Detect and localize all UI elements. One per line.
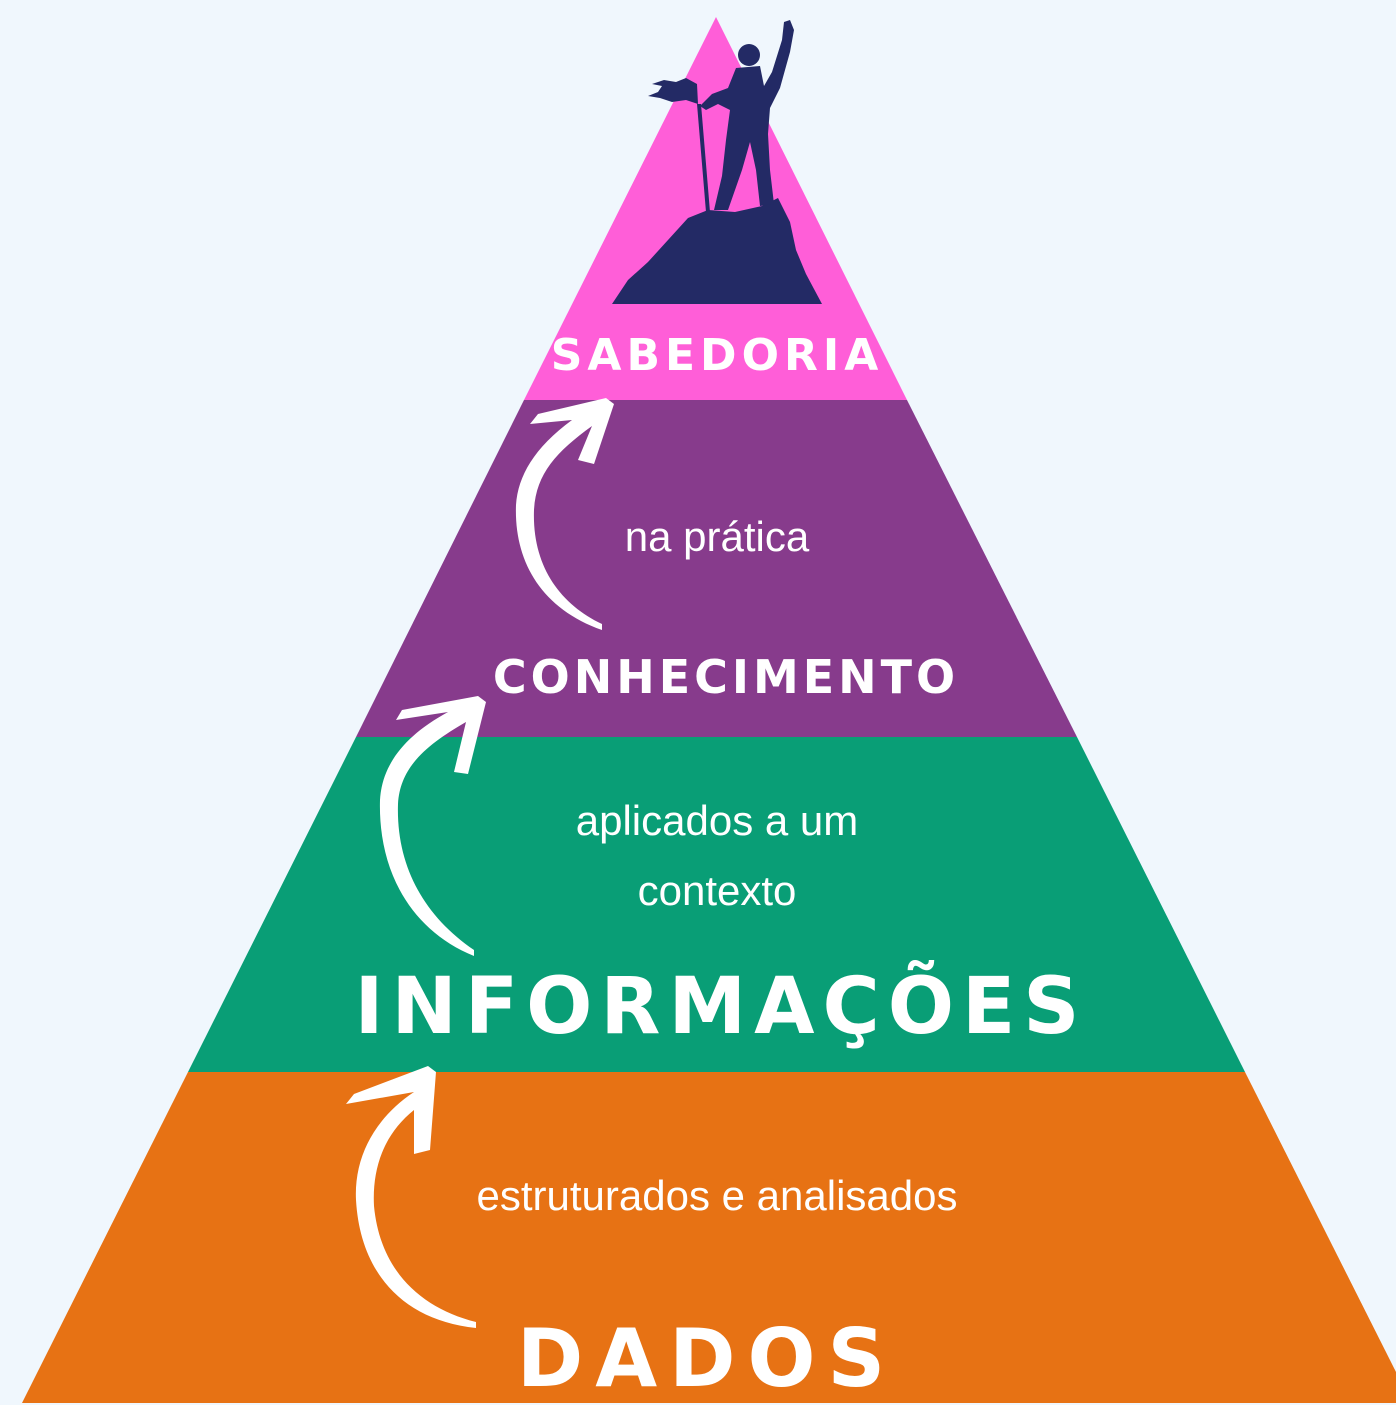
flag — [648, 78, 698, 104]
transition-caption-estruturados-e-analisados: estruturados e analisados — [476, 1172, 958, 1219]
level-title-dados: DADOS — [516, 1312, 898, 1405]
caption-line: contexto — [637, 867, 797, 914]
climber-head — [738, 44, 760, 66]
level-title-sabedoria: SABEDORIA — [550, 330, 884, 381]
arrow-conhecimento-to-sabedoria — [515, 398, 614, 630]
level-title-conhecimento: CONHECIMENTO — [492, 650, 960, 704]
transition-caption-na-pratica: na prática — [624, 513, 810, 560]
transition-caption-aplicados-a-um-contexto: aplicados a um contexto — [576, 786, 859, 926]
flag-pole — [697, 104, 710, 212]
arrow-dados-to-informacoes — [346, 1066, 476, 1328]
level-informacoes-band — [188, 737, 1245, 1072]
climber-with-flag-icon — [612, 20, 822, 304]
summit-rock — [612, 198, 822, 304]
arrow-informacoes-to-conhecimento — [379, 696, 486, 956]
caption-line: aplicados a um — [575, 797, 859, 844]
climber-body — [700, 20, 794, 210]
level-title-informacoes: INFORMAÇÕES — [354, 962, 1088, 1052]
arrows — [346, 398, 614, 1328]
